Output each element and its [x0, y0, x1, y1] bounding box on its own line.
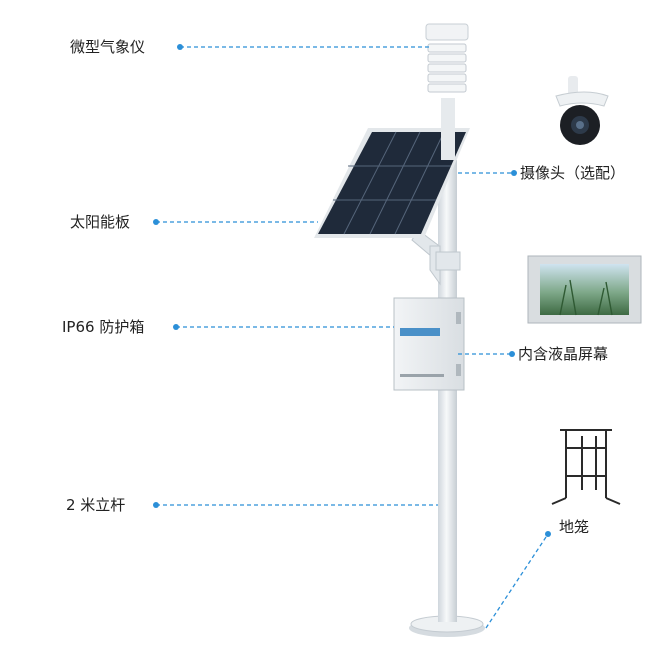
label-pole: 2 米立杆: [66, 496, 126, 514]
label-ground-cage: 地笼: [559, 518, 590, 536]
ip66-enclosure: [393, 297, 465, 391]
callout-lines: [156, 46, 549, 629]
panel-bracket: [411, 229, 461, 286]
label-lcd: 内含液晶屏幕: [518, 345, 609, 363]
ground-cage: [551, 429, 621, 505]
callout-dots: [153, 44, 551, 537]
label-solar-panel: 太阳能板: [70, 213, 131, 231]
label-weather-station: 微型气象仪: [70, 38, 146, 56]
solar-panel: [314, 128, 470, 238]
label-camera: 摄像头（选配）: [520, 164, 626, 182]
label-enclosure: IP66 防护箱: [62, 318, 145, 336]
lcd-screen: [527, 255, 642, 324]
camera: [555, 76, 609, 145]
pole-base: [409, 615, 485, 637]
pole: [438, 160, 457, 622]
weather-station: [425, 23, 469, 160]
